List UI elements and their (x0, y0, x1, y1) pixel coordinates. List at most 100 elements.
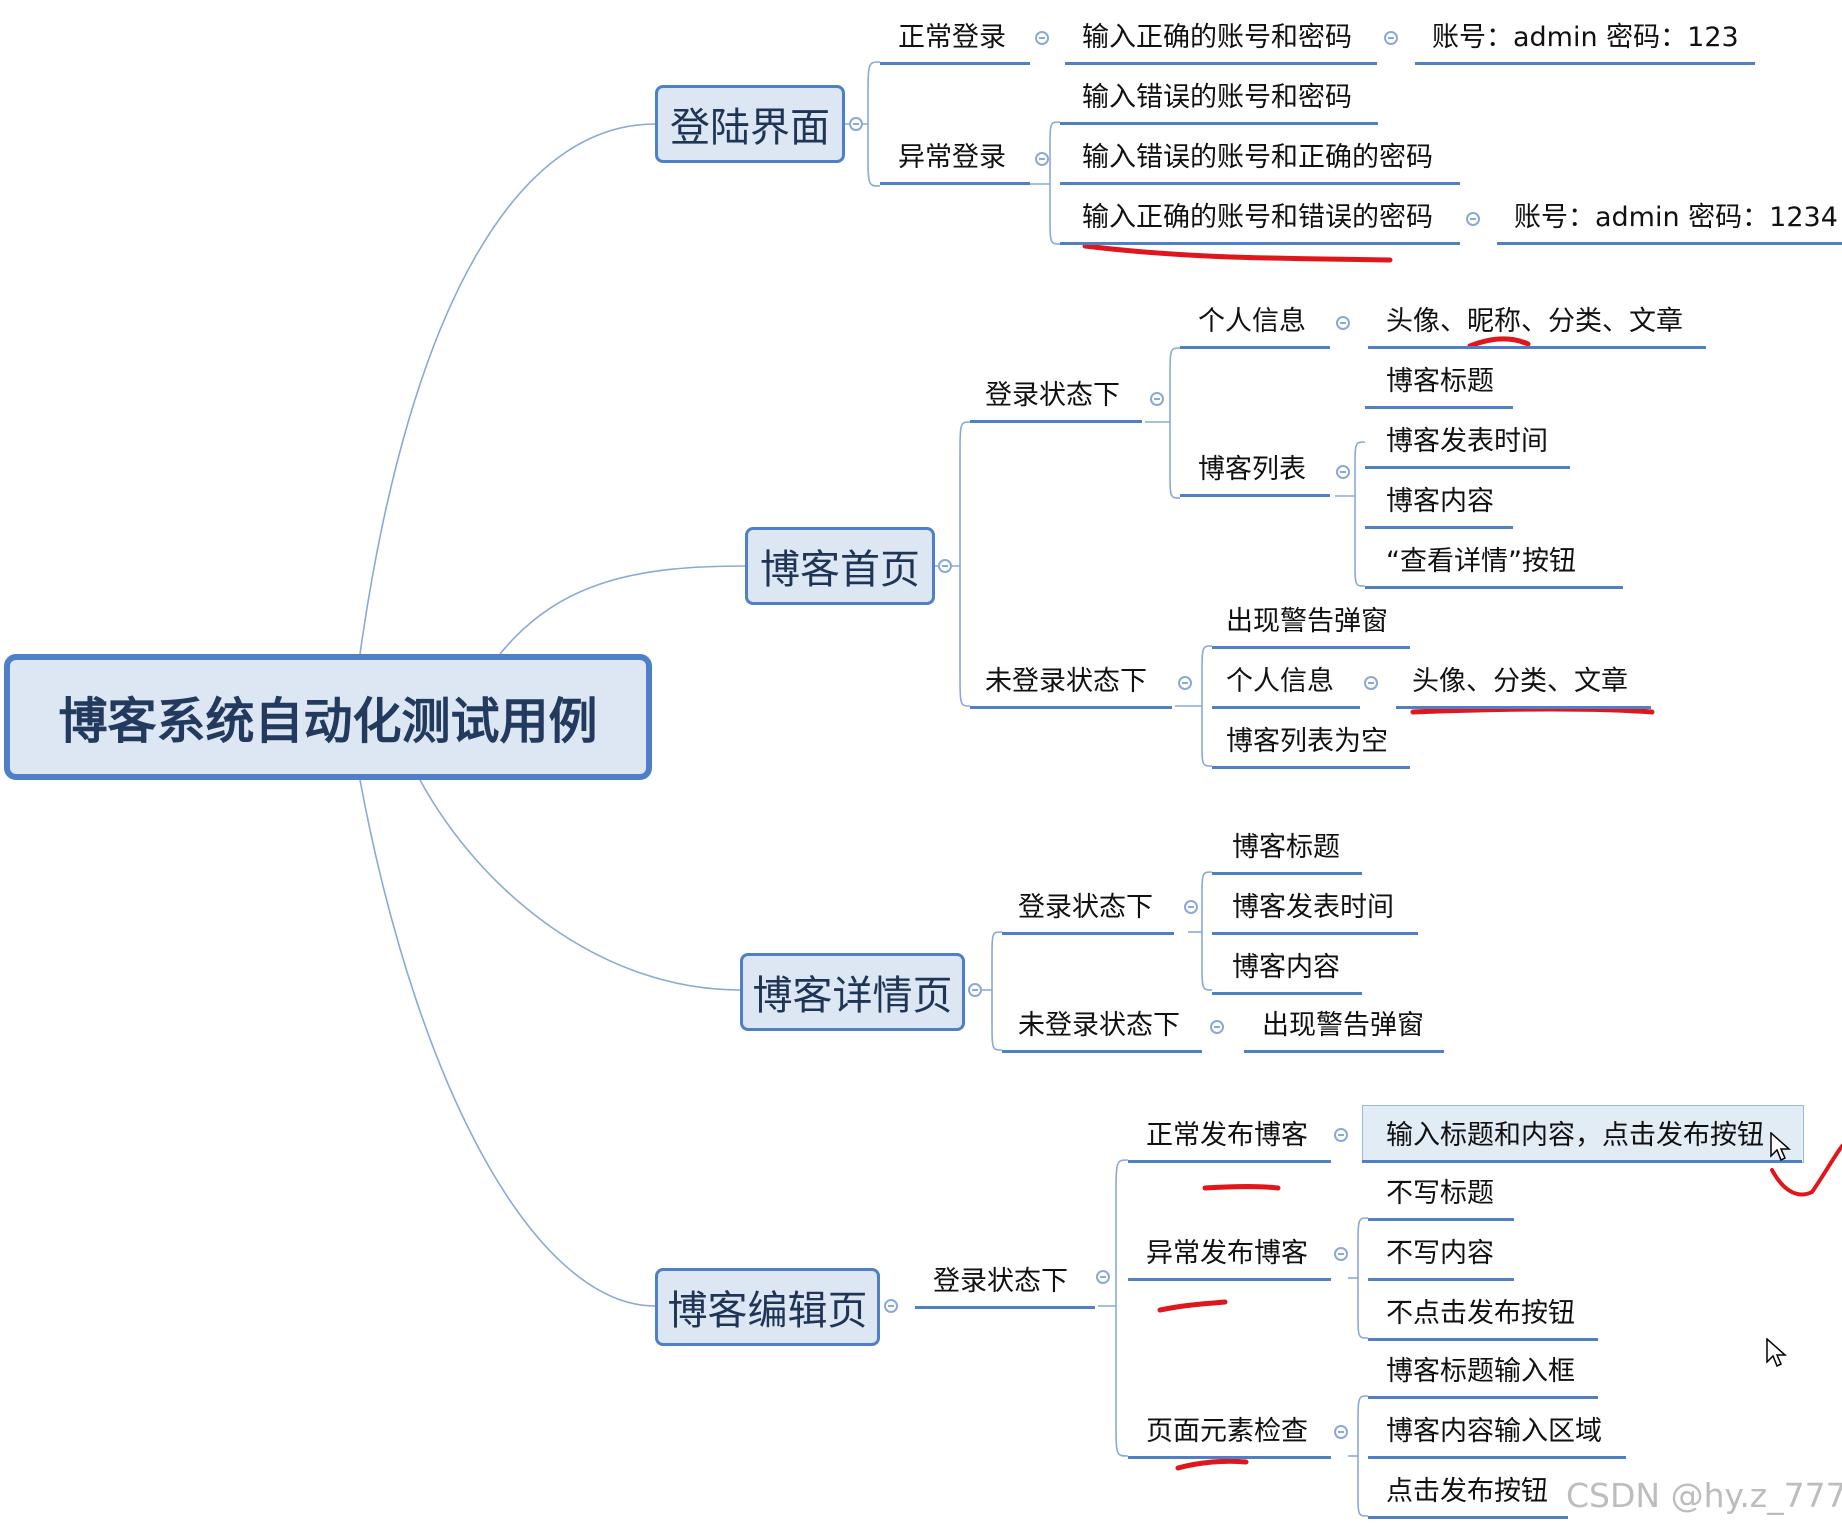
branch-line (915, 1306, 1095, 1309)
detail-blog-title[interactable]: 博客标题 (1232, 832, 1340, 863)
detail-blog-time[interactable]: 博客发表时间 (1232, 892, 1394, 923)
detail-page-node[interactable]: 博客详情页 (740, 953, 965, 1031)
branch-line (1002, 932, 1174, 935)
branch-line (1365, 586, 1623, 589)
collapse-icon[interactable] (1336, 465, 1350, 479)
collapse-icon[interactable] (1364, 676, 1378, 690)
annotation-mark (1082, 243, 1393, 263)
home-blog-time[interactable]: 博客发表时间 (1386, 426, 1548, 457)
branch-line (1128, 1456, 1331, 1459)
branch-line (1060, 122, 1378, 125)
home-personal-info-2[interactable]: 个人信息 (1226, 666, 1334, 697)
detail-blog-content[interactable]: 博客内容 (1232, 952, 1340, 983)
collapse-icon[interactable] (849, 117, 863, 131)
branch-line (1065, 62, 1377, 65)
branch-line (1128, 1278, 1331, 1281)
branch-line (1212, 932, 1418, 935)
collapse-icon[interactable] (968, 983, 982, 997)
collapse-icon[interactable] (1384, 31, 1398, 45)
normal-login-account[interactable]: 账号：admin 密码：123 (1432, 22, 1739, 53)
branch-line (1368, 1396, 1598, 1399)
branch-line (1212, 646, 1410, 649)
home-page-node[interactable]: 博客首页 (745, 527, 935, 605)
edit-normal-publish-step[interactable]: 输入标题和内容，点击发布按钮 (1386, 1120, 1764, 1151)
home-personal-info-items-2[interactable]: 头像、分类、文章 (1412, 666, 1628, 697)
edit-normal-publish[interactable]: 正常发布博客 (1146, 1120, 1308, 1151)
edit-no-click[interactable]: 不点击发布按钮 (1386, 1298, 1575, 1329)
branch-line (1368, 1456, 1626, 1459)
edit-abnormal-publish[interactable]: 异常发布博客 (1146, 1238, 1308, 1269)
login-page-node[interactable]: 登陆界面 (655, 85, 845, 163)
annotation-mark (1467, 336, 1531, 349)
edit-element-check[interactable]: 页面元素检查 (1146, 1416, 1308, 1447)
abnormal-case-wrong-both[interactable]: 输入错误的账号和密码 (1082, 82, 1352, 113)
collapse-icon[interactable] (1334, 1128, 1348, 1142)
collapse-icon[interactable] (1178, 676, 1192, 690)
abnormal-case-wrong-account[interactable]: 输入错误的账号和正确的密码 (1082, 142, 1433, 173)
detail-logged-in[interactable]: 登录状态下 (1018, 892, 1153, 923)
edit-publish-button[interactable]: 点击发布按钮 (1386, 1476, 1548, 1507)
branch-line (1368, 1218, 1514, 1221)
branch-line (1212, 992, 1362, 995)
collapse-icon[interactable] (1334, 1247, 1348, 1261)
check-mark (1770, 1144, 1842, 1197)
home-blog-list-empty[interactable]: 博客列表为空 (1226, 726, 1388, 757)
branch-line (1368, 346, 1706, 349)
collapse-icon[interactable] (1466, 212, 1480, 226)
branch-line (1368, 1278, 1514, 1281)
mouse-cursor-icon (1766, 1338, 1787, 1368)
home-personal-info-items[interactable]: 头像、昵称、分类、文章 (1386, 306, 1683, 337)
collapse-icon[interactable] (884, 1299, 898, 1313)
abnormal-login-account[interactable]: 账号：admin 密码：1234 (1514, 202, 1838, 233)
home-blog-content[interactable]: 博客内容 (1386, 486, 1494, 517)
home-detail-button[interactable]: “查看详情”按钮 (1386, 546, 1576, 577)
normal-login-step[interactable]: 输入正确的账号和密码 (1082, 22, 1352, 53)
collapse-icon[interactable] (1336, 316, 1350, 330)
branch-line (880, 62, 1030, 65)
annotation-mark (1157, 1299, 1228, 1313)
edit-content-input[interactable]: 博客内容输入区域 (1386, 1416, 1602, 1447)
annotation-mark (1410, 706, 1655, 715)
mouse-cursor-icon (1770, 1132, 1791, 1162)
normal-login-label[interactable]: 正常登录 (898, 22, 1006, 53)
edit-no-title[interactable]: 不写标题 (1386, 1178, 1494, 1209)
home-logged-in[interactable]: 登录状态下 (985, 380, 1120, 411)
edit-logged-in[interactable]: 登录状态下 (933, 1266, 1068, 1297)
collapse-icon[interactable] (1035, 152, 1049, 166)
branch-line (1180, 494, 1330, 497)
home-warning-popup[interactable]: 出现警告弹窗 (1226, 606, 1388, 637)
collapse-icon[interactable] (1184, 900, 1198, 914)
collapse-icon[interactable] (1150, 392, 1164, 406)
branch-line (1365, 526, 1513, 529)
collapse-icon[interactable] (1096, 1270, 1110, 1284)
abnormal-case-wrong-password[interactable]: 输入正确的账号和错误的密码 (1082, 202, 1433, 233)
home-not-logged-in[interactable]: 未登录状态下 (985, 666, 1147, 697)
edit-no-content[interactable]: 不写内容 (1386, 1238, 1494, 1269)
home-personal-info[interactable]: 个人信息 (1198, 306, 1306, 337)
branch-line (970, 420, 1142, 423)
collapse-icon[interactable] (938, 559, 952, 573)
annotation-mark (1175, 1458, 1249, 1471)
home-blog-title[interactable]: 博客标题 (1386, 366, 1494, 397)
abnormal-login-label[interactable]: 异常登录 (898, 142, 1006, 173)
home-blog-list[interactable]: 博客列表 (1198, 454, 1306, 485)
watermark: CSDN @hy.z_777 (1566, 1476, 1842, 1515)
collapse-icon[interactable] (1210, 1020, 1224, 1034)
collapse-icon[interactable] (1035, 31, 1049, 45)
collapse-icon[interactable] (1334, 1425, 1348, 1439)
branch-line (1212, 766, 1410, 769)
branch-line (880, 182, 1030, 185)
edit-title-input[interactable]: 博客标题输入框 (1386, 1356, 1575, 1387)
branch-line (1128, 1160, 1331, 1163)
branch-line (1368, 1338, 1598, 1341)
branch-line (1365, 466, 1570, 469)
edit-page-node[interactable]: 博客编辑页 (655, 1268, 880, 1346)
root-topic[interactable]: 博客系统自动化测试用例 (4, 654, 652, 780)
branch-line (1362, 1160, 1802, 1163)
branch-line (1244, 1050, 1444, 1053)
detail-not-logged-in[interactable]: 未登录状态下 (1018, 1010, 1180, 1041)
branch-line (1365, 406, 1513, 409)
detail-warning-popup[interactable]: 出现警告弹窗 (1262, 1010, 1424, 1041)
branch-line (1415, 62, 1755, 65)
